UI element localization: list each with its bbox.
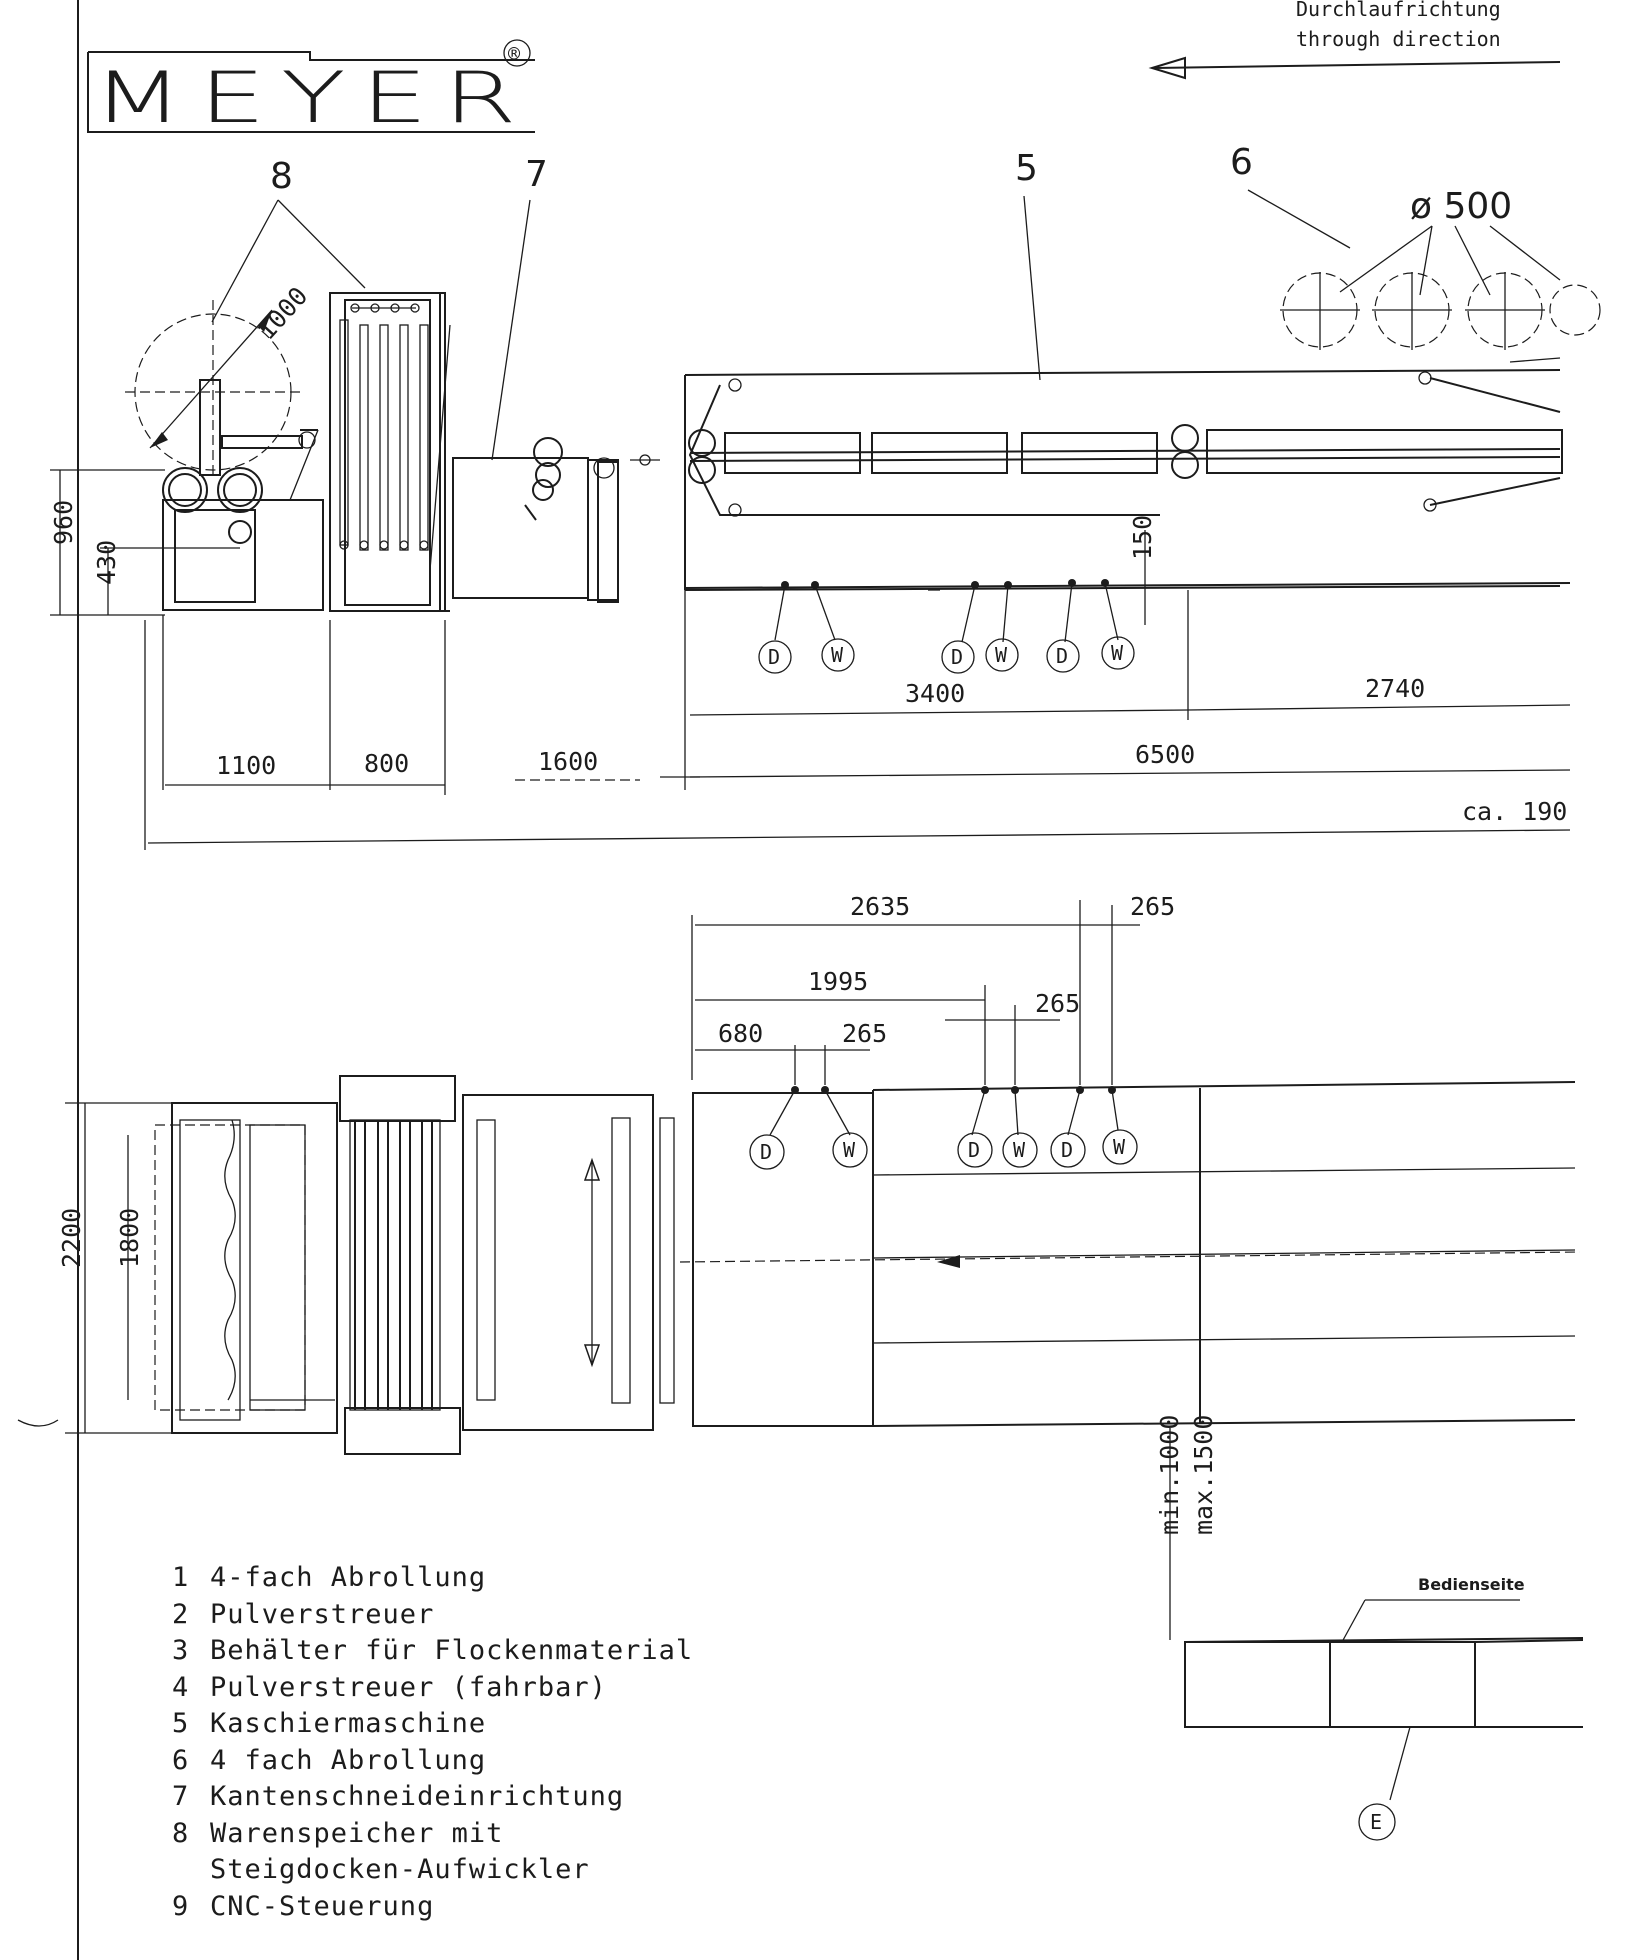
legend-item-number: 4 (172, 1671, 190, 1703)
dim-min-1000: min.1000 (1155, 1415, 1184, 1535)
dim-430: 430 (92, 540, 121, 585)
legend-item: 9 CNC-Steuerung (172, 1889, 872, 1926)
legend-item: 2 Pulverstreuer (172, 1597, 872, 1634)
dim-1995: 1995 (808, 967, 868, 996)
logo-reg-mark: ® (508, 42, 521, 66)
callout-5: 5 (1015, 148, 1038, 189)
dim-max-1500: max.1500 (1189, 1415, 1218, 1535)
dim-1000: 1000 (252, 281, 314, 345)
marker-w-6: W (1113, 1135, 1126, 1159)
dim-265-a: 265 (1130, 892, 1175, 921)
legend-item-number: 9 (172, 1890, 190, 1922)
marker-w-1: W (831, 643, 844, 667)
legend-item-number: 7 (172, 1781, 190, 1812)
sensor-markers-side: D W D W D W (758, 579, 1135, 674)
legend-item-number: 3 (172, 1635, 190, 1666)
legend-item: 5 Kaschiermaschine (172, 1706, 872, 1743)
dim-2740: 2740 (1365, 674, 1425, 703)
dim-1600: 1600 (538, 747, 598, 776)
legend-item-number: 1 (172, 1562, 190, 1593)
legend-item-text: Kaschiermaschine (210, 1708, 487, 1739)
marker-w-4: W (843, 1138, 856, 1162)
legend-item-text: Pulverstreuer (fahrbar) (210, 1671, 607, 1703)
dim-ca-190: ca. 190 (1462, 797, 1567, 826)
marker-d-5: D (968, 1138, 980, 1162)
meyer-logo: MEYER ® (87, 39, 535, 139)
legend-item: 7 Kantenschneideinrichtung (172, 1779, 872, 1816)
operator-side-label: Bedienseite (1418, 1575, 1525, 1594)
legend-item-text: Behälter für Flockenmaterial (210, 1635, 694, 1666)
marker-w-3: W (1111, 641, 1124, 665)
dim-6500: 6500 (1135, 740, 1195, 769)
legend-item-text: Steigdocken-Aufwickler (210, 1854, 590, 1885)
legend-item-text: Kantenschneideinrichtung (210, 1781, 625, 1812)
legend-item-number: 2 (172, 1598, 190, 1630)
side-view: 8 7 5 6 ø 500 1000 (49, 142, 1601, 850)
callout-7: 7 (525, 154, 548, 195)
dim-2200: 2200 (57, 1208, 86, 1268)
dim-2635: 2635 (850, 892, 910, 921)
dim-150: 150 (1128, 515, 1157, 560)
legend-item: 1 4-fach Abrollung (172, 1560, 872, 1597)
legend-item: 8 Warenspeicher mit (172, 1816, 872, 1853)
marker-d-6: D (1061, 1138, 1073, 1162)
direction-arrow-icon (1148, 56, 1186, 80)
legend-item: 4 Pulverstreuer (fahrbar) (172, 1670, 872, 1707)
dim-3400: 3400 (905, 679, 965, 708)
callout-6: 6 (1230, 142, 1253, 183)
legend-item-text: Pulverstreuer (210, 1598, 435, 1630)
sensor-markers-top: D W D W D W (749, 1086, 1138, 1170)
marker-d-4: D (760, 1140, 772, 1164)
dim-960: 960 (49, 500, 78, 545)
dim-265-c: 265 (842, 1019, 887, 1048)
logo-text: MEYER (92, 57, 532, 139)
direction-de: Durchlaufrichtung (1296, 0, 1501, 21)
direction-en: through direction (1296, 27, 1501, 51)
legend: 1 4-fach Abrollung 2 Pulverstreuer 3 Behälter… (172, 1560, 872, 1925)
binding-notch (17, 1419, 59, 1427)
legend-item-number: 5 (172, 1708, 190, 1739)
legend-item-text: 4-fach Abrollung (210, 1562, 487, 1593)
diameter-label: ø 500 (1410, 186, 1512, 227)
marker-d-1: D (768, 645, 780, 669)
dim-1800: 1800 (115, 1208, 144, 1268)
marker-w-5: W (1013, 1138, 1026, 1162)
legend-item-number: 6 (172, 1744, 190, 1776)
marker-w-2: W (995, 643, 1008, 667)
callout-8: 8 (270, 156, 293, 197)
marker-e: E (1370, 1810, 1382, 1834)
legend-item-number: 8 (172, 1817, 190, 1849)
dim-1100: 1100 (216, 751, 276, 780)
legend-item-text: CNC-Steuerung (210, 1890, 435, 1922)
top-view: 2635 265 1995 265 680 265 D W (57, 892, 1584, 1841)
legend-item: Steigdocken-Aufwickler (172, 1852, 872, 1889)
marker-d-3: D (1056, 644, 1068, 668)
dim-265-b: 265 (1035, 989, 1080, 1018)
legend-item-text: 4 fach Abrollung (210, 1744, 487, 1776)
direction-indicator: Durchlaufrichtung through direction (1148, 0, 1561, 80)
marker-d-2: D (951, 645, 963, 669)
direction-arrow-line (1154, 61, 1561, 69)
dim-800: 800 (364, 749, 409, 778)
legend-item-text: Warenspeicher mit (210, 1817, 504, 1849)
dim-680: 680 (718, 1019, 763, 1048)
legend-item: 3 Behälter für Flockenmaterial (172, 1633, 872, 1670)
legend-item: 6 4 fach Abrollung (172, 1743, 872, 1780)
